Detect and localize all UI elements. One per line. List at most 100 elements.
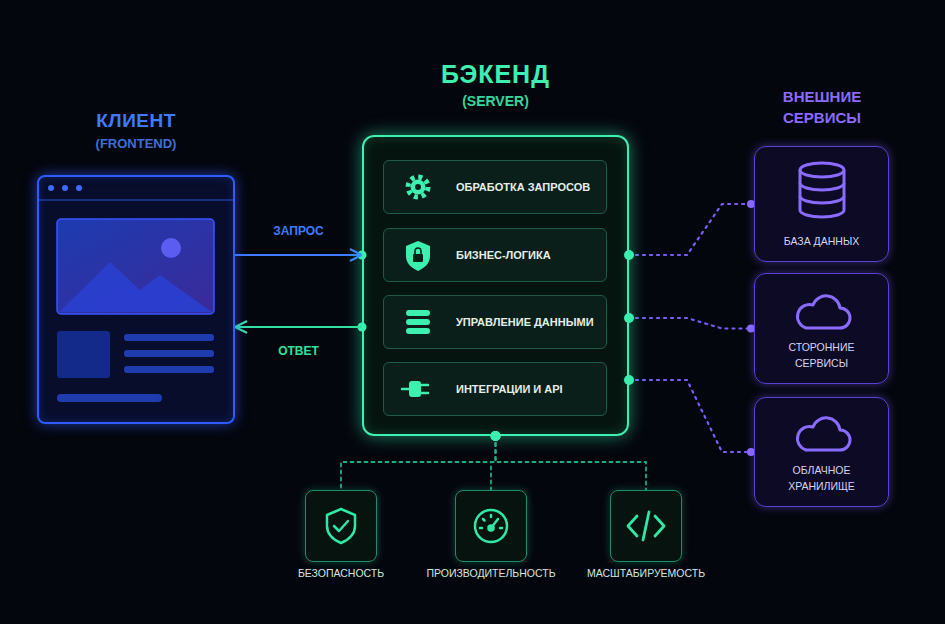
port-dot (624, 375, 634, 385)
backend-panel (362, 135, 629, 436)
browser-window-part (124, 366, 214, 373)
browser-window-part (76, 185, 82, 191)
browser-window (37, 175, 235, 424)
code-icon-part (643, 512, 649, 540)
backend-panel-part (362, 135, 629, 436)
plug-icon (402, 381, 428, 397)
service-panels-part (754, 397, 889, 507)
browser-window-part (161, 238, 181, 258)
client-window: КЛИЕНТ(FRONTEND) (37, 175, 235, 424)
stack-icon (406, 310, 430, 334)
service-box: БАЗА ДАННЫХ (754, 146, 889, 262)
database-icon-part (800, 183, 844, 190)
browser-window-part (59, 262, 212, 312)
gauge-icon (475, 510, 507, 542)
row-label: УПРАВЛЕНИЕ ДАННЫМИ (456, 315, 594, 329)
backend-panel-part (383, 295, 607, 349)
browser-window-part (48, 185, 54, 191)
tile-panels-part (455, 490, 527, 562)
tile-panels-part (610, 490, 682, 562)
backend-panel-part (383, 228, 607, 282)
tile-panels (305, 490, 682, 562)
server-box: БЭКЕНД(SERVER)ОБРАБОТКА ЗАПРОСОВБИЗНЕС-Л… (362, 135, 629, 436)
port-dot (491, 431, 501, 441)
function-row: УПРАВЛЕНИЕ ДАННЫМИ (383, 295, 607, 349)
gauge-icon-part (480, 515, 502, 528)
flow-arrow (235, 326, 362, 328)
gear-icon-part (415, 184, 421, 190)
code-icon-part (628, 516, 637, 536)
gear-icon-part (411, 180, 426, 195)
dotted-connector (629, 204, 754, 255)
port-dot (491, 431, 501, 441)
stack-icon-part (406, 319, 430, 325)
function-row: ИНТЕГРАЦИИ И API (383, 362, 607, 416)
cloud-icon (797, 296, 849, 328)
edge-label: ОТВЕТ (275, 343, 322, 360)
code-icon-part (655, 516, 664, 536)
service-label: БАЗА ДАННЫХ (772, 233, 872, 249)
database-icon-part (800, 196, 844, 203)
browser-window-part (57, 394, 162, 402)
browser-window-part (124, 334, 214, 341)
database-icon-part (800, 170, 844, 217)
feature-tile: БЕЗОПАСНОСТЬ (305, 490, 377, 562)
code-icon (628, 512, 664, 540)
shield-check-icon-part (327, 509, 355, 543)
plug-icon-part (402, 388, 409, 391)
port-dot (624, 313, 634, 323)
stack-icon-part (406, 310, 430, 316)
feature-tile: МАСШТАБИРУЕМОСТЬ (610, 490, 682, 562)
cloud-icon (797, 418, 850, 450)
browser-window-part (124, 350, 214, 357)
gauge-icon-part (475, 510, 507, 542)
group-subheading: (SERVER) (462, 93, 529, 110)
group-heading: БЭКЕНД (441, 60, 550, 88)
service-box: ОБЛАЧНОЕ ХРАНИЛИЩЕ (754, 397, 889, 507)
gear-icon-part (408, 177, 428, 197)
group-heading: ВНЕШНИЕ СЕРВИСЫ (762, 86, 882, 128)
tile-label: ПРОИЗВОДИТЕЛЬНОСТЬ (426, 566, 555, 580)
edge-label: ЗАПРОС (270, 223, 327, 240)
feature-tile: ПРОИЗВОДИТЕЛЬНОСТЬ (455, 490, 527, 562)
stack-icon-part (406, 328, 430, 334)
browser-window-part (62, 185, 68, 191)
shield-check-icon (327, 509, 355, 543)
port-dot (491, 431, 501, 441)
function-row: ОБРАБОТКА ЗАПРОСОВ (383, 160, 607, 214)
plug-icon-part (421, 392, 428, 395)
shield-lock-icon-part (413, 254, 423, 262)
group-subheading: (FRONTEND) (96, 136, 177, 152)
browser-window-part (57, 331, 110, 378)
database-icon-part (800, 163, 844, 177)
service-panels (754, 146, 889, 507)
row-label: ОБРАБОТКА ЗАПРОСОВ (456, 180, 590, 194)
browser-window-part (57, 219, 214, 314)
tile-label: МАСШТАБИРУЕМОСТЬ (587, 566, 705, 580)
dotted-connector (629, 380, 754, 452)
backend-panel-part (383, 160, 607, 214)
dotted-connector (341, 436, 496, 490)
browser-window-part (38, 199, 234, 201)
service-panels-part (754, 273, 889, 384)
shield-check-icon-part (334, 521, 348, 531)
plug-icon-part (421, 384, 428, 387)
service-panels-part (754, 146, 889, 262)
service-label: ОБЛАЧНОЕ ХРАНИЛИЩЕ (772, 462, 872, 494)
tile-label: БЕЗОПАСНОСТЬ (298, 566, 384, 580)
backend-panel-part (383, 362, 607, 416)
cloud-icon-part (797, 418, 850, 450)
gauge-icon-part (489, 526, 494, 531)
dotted-connector (496, 436, 647, 490)
shield-lock-icon (406, 241, 430, 271)
cloud-icon-part (797, 296, 849, 328)
shield-lock-icon-part (415, 248, 421, 254)
row-label: БИЗНЕС-ЛОГИКА (456, 248, 551, 262)
shield-lock-icon-part (406, 241, 430, 271)
browser-window-part (37, 175, 235, 424)
port-dot (624, 250, 634, 260)
service-box: СТОРОННИЕ СЕРВИСЫ (754, 273, 889, 384)
function-row: БИЗНЕС-ЛОГИКА (383, 228, 607, 282)
group-heading: КЛИЕНТ (96, 110, 176, 132)
